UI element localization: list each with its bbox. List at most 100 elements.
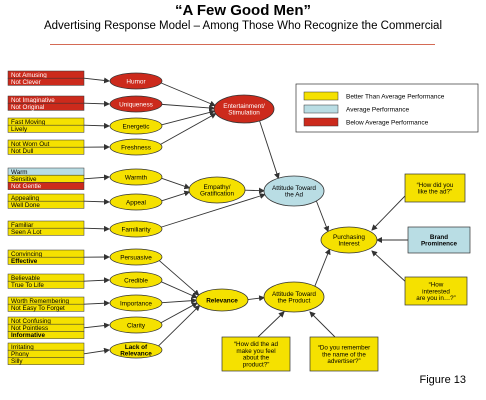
attribute-warm: Warm bbox=[11, 169, 28, 176]
construct-entertainment: Entertainment/Stimulation bbox=[213, 94, 275, 124]
factor-label: Importance bbox=[120, 300, 152, 307]
factor-freshness: Freshness bbox=[109, 138, 163, 156]
construct-ellipse bbox=[213, 94, 275, 124]
chart-subtitle: Advertising Response Model – Among Those… bbox=[43, 20, 442, 32]
attribute-cell bbox=[7, 357, 85, 365]
attribute-not-imaginative: Not Imaginative bbox=[11, 97, 55, 104]
question-box bbox=[404, 276, 468, 306]
connector-arrow bbox=[247, 295, 266, 302]
attribute-cell bbox=[7, 256, 85, 265]
connector-arrow bbox=[161, 109, 216, 126]
connector-arrow bbox=[371, 195, 406, 231]
factor-label: Familiarity bbox=[121, 226, 151, 233]
question-label: product?” bbox=[243, 362, 270, 369]
legend-label-average: Average Performance bbox=[346, 107, 409, 114]
legend-swatch-average bbox=[303, 104, 339, 114]
chart-title: “A Few Good Men” bbox=[174, 2, 312, 19]
factor-label: Lack of bbox=[125, 344, 148, 351]
factor-label: Humor bbox=[126, 78, 146, 85]
connector-arrow bbox=[83, 122, 110, 129]
legend-label-below: Below Average Performance bbox=[346, 120, 429, 127]
connector-arrow bbox=[83, 77, 110, 84]
connector-arrow bbox=[161, 103, 216, 111]
attribute-informative: Informative bbox=[11, 332, 45, 339]
attribute-fast-moving: Fast Moving bbox=[11, 119, 46, 126]
question-label: Brand bbox=[430, 234, 448, 241]
question-label: “How did you bbox=[417, 182, 454, 189]
factor-uniqueness: Uniqueness bbox=[109, 95, 163, 113]
question-box bbox=[309, 336, 379, 372]
factor-label: Freshness bbox=[121, 144, 151, 151]
factor-warmth: Warmth bbox=[109, 168, 163, 186]
factor-humor: Humor bbox=[109, 72, 163, 90]
construct-empathy: Empathy/Gratification bbox=[188, 176, 246, 204]
connector-arrow bbox=[161, 193, 266, 228]
connector-arrow bbox=[371, 250, 408, 284]
factor-ellipse bbox=[109, 220, 163, 238]
factor-label: Warmth bbox=[125, 174, 148, 181]
factor-familiarity: Familiarity bbox=[109, 220, 163, 238]
question-box bbox=[404, 173, 466, 203]
factor-ellipse bbox=[109, 193, 163, 211]
connector-arrow bbox=[83, 347, 110, 355]
legend-swatch-below bbox=[303, 117, 339, 127]
construct-ellipse bbox=[263, 175, 325, 207]
connector-arrow bbox=[161, 281, 198, 299]
connector-arrow bbox=[309, 311, 336, 338]
factor-energetic: Energetic bbox=[109, 117, 163, 135]
attribute-phony: Phony bbox=[11, 351, 30, 358]
factor-ellipse bbox=[109, 138, 163, 156]
factor-label: Uniqueness bbox=[119, 101, 153, 108]
construct-label: Relevance bbox=[206, 297, 238, 304]
attribute-not-clever: Not Clever bbox=[11, 79, 41, 86]
construct-relevance: Relevance bbox=[195, 288, 249, 312]
factor-ellipse bbox=[109, 341, 163, 359]
attribute-not-worn-out: Not Worn Out bbox=[11, 141, 50, 148]
attribute-cell bbox=[7, 77, 85, 86]
factor-ellipse bbox=[109, 117, 163, 135]
factor-importance: Importance bbox=[109, 294, 163, 312]
connector-arrow bbox=[259, 120, 280, 180]
construct-label: Stimulation bbox=[228, 110, 260, 117]
attribute-well-done: Well Done bbox=[11, 202, 40, 209]
connector-arrow bbox=[158, 260, 200, 296]
factor-label: Persuasive bbox=[120, 254, 152, 261]
attribute-cell bbox=[7, 200, 85, 209]
connector-arrow bbox=[83, 225, 110, 232]
attribute-irritating: Irritating bbox=[11, 344, 34, 351]
construct-label: Empathy/ bbox=[204, 184, 231, 191]
connector-arrow bbox=[315, 200, 330, 233]
factor-label: Credible bbox=[124, 277, 148, 284]
attribute-appealing: Appealing bbox=[11, 195, 40, 202]
attribute-not-dull: Not Dull bbox=[11, 148, 33, 155]
factor-appeal: Appeal bbox=[109, 193, 163, 211]
connector-arrow bbox=[160, 82, 216, 107]
attribute-cell bbox=[7, 182, 85, 190]
connector-arrow bbox=[160, 113, 217, 145]
connector-arrow bbox=[161, 190, 191, 202]
connector-arrow bbox=[83, 198, 110, 205]
factor-ellipse bbox=[109, 168, 163, 186]
attribute-familiar: Familiar bbox=[11, 222, 33, 229]
question-box bbox=[221, 336, 291, 372]
factor-ellipse bbox=[109, 316, 163, 334]
question-label: the name of the bbox=[322, 351, 366, 358]
connector-arrow bbox=[83, 300, 110, 307]
construct-label: Attitude Toward bbox=[272, 291, 316, 298]
connector-arrow bbox=[83, 322, 110, 329]
question-label: “How did the ad bbox=[234, 341, 279, 348]
factor-label: Clarity bbox=[127, 322, 146, 329]
